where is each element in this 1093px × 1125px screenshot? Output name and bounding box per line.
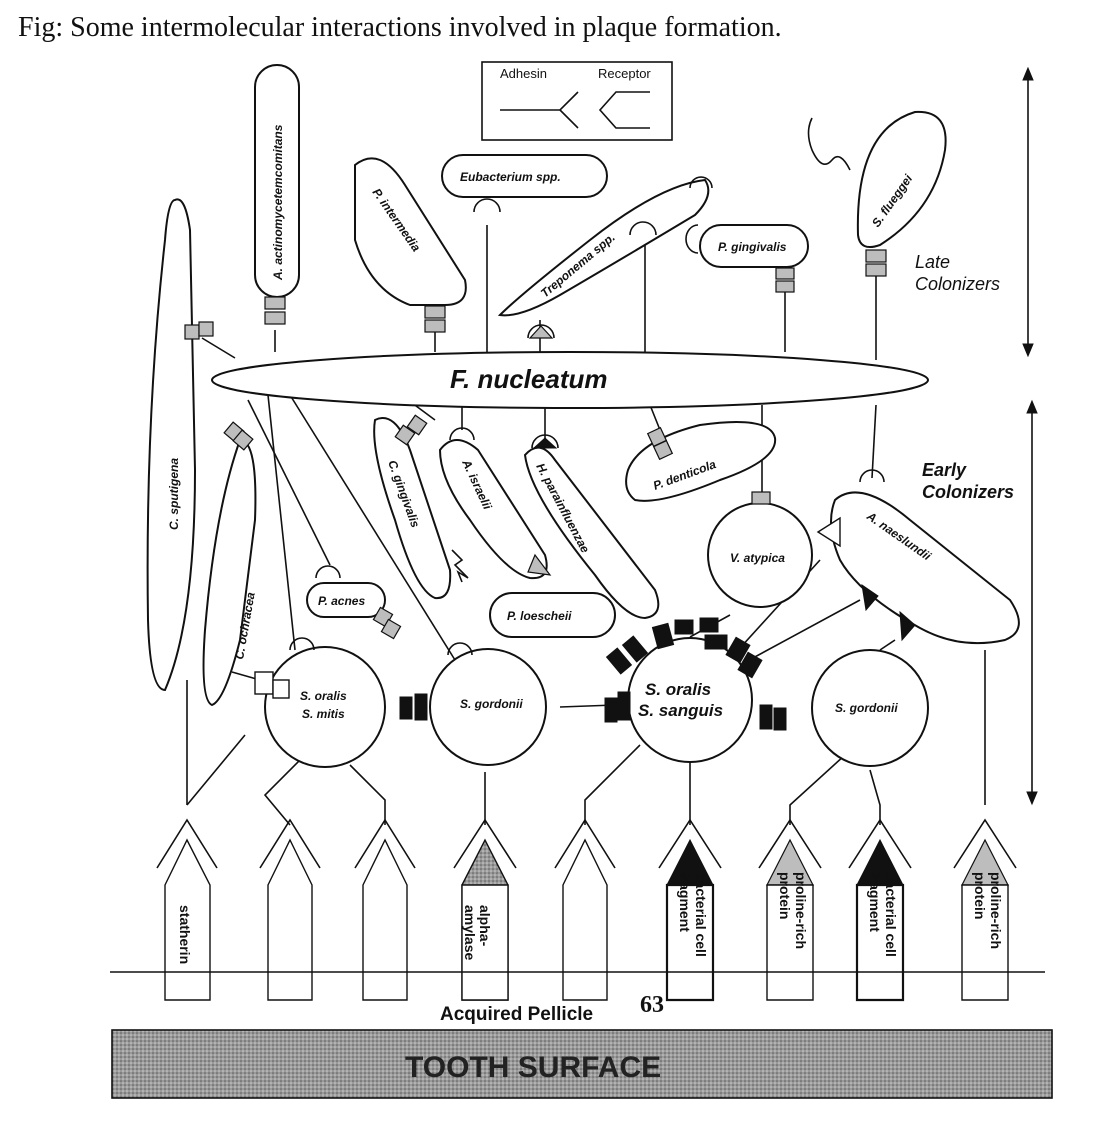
label-s-gordonii-2: S. gordonii bbox=[835, 701, 898, 715]
cell-s-flueggei: S. flueggei bbox=[807, 110, 947, 277]
cell-a-israelii: A. israelii bbox=[438, 427, 552, 583]
cell-c-sputigena: C. sputigena bbox=[146, 198, 214, 692]
late-label-1: Late bbox=[915, 252, 950, 272]
cell-s-oralis-s-mitis: S. oralis S. mitis bbox=[254, 637, 428, 768]
cell-c-ochracea: C. ochracea bbox=[202, 421, 258, 707]
figure-caption: Fig: Some intermolecular interactions in… bbox=[18, 12, 782, 43]
cell-s-gordonii-2: S. gordonii bbox=[811, 649, 929, 767]
early-label-2: Colonizers bbox=[922, 482, 1014, 502]
label-s-sanguis: S. sanguis bbox=[638, 701, 723, 720]
label-prp-2a: proline-rich bbox=[988, 872, 1004, 949]
receptor-proline-rich-protein-2: proline-rich protein bbox=[953, 818, 1017, 1001]
label-s-oralis-2: S. oralis bbox=[645, 680, 711, 699]
label-s-mitis: S. mitis bbox=[302, 707, 345, 721]
cell-c-gingivalis: C. gingivalis bbox=[373, 414, 452, 600]
label-s-gordonii-1: S. gordonii bbox=[460, 697, 523, 711]
cell-s-oralis-s-sanguis: S. oralis S. sanguis bbox=[604, 617, 787, 763]
label-c-sputigena: C. sputigena bbox=[167, 458, 181, 530]
label-a-actino: A. actinomycetemcomitans bbox=[271, 124, 285, 281]
page-number: 63 bbox=[640, 992, 664, 1018]
legend-adhesin-label: Adhesin bbox=[500, 66, 547, 81]
late-colonizers-arrow bbox=[1022, 66, 1034, 358]
receptor-plain-1 bbox=[259, 818, 321, 1001]
label-alpha-amylase-1: alpha- bbox=[477, 905, 493, 947]
label-prp-2b: protein bbox=[972, 872, 988, 919]
receptor-alpha-amylase: alpha- amylase bbox=[453, 818, 517, 1001]
tooth-surface-label: TOOTH SURFACE bbox=[405, 1051, 661, 1084]
early-label-1: Early bbox=[922, 460, 967, 480]
pellicle-label: Acquired Pellicle bbox=[440, 1004, 593, 1025]
cell-s-gordonii-1: S. gordonii bbox=[429, 642, 547, 766]
cell-treponema: Treponema spp. bbox=[497, 176, 713, 339]
receptor-bacterial-cell-fragment-1: bacterial cell fragment bbox=[658, 818, 722, 1002]
label-bcf-2a: bacterial cell bbox=[883, 872, 899, 957]
label-v-atypica: V. atypica bbox=[730, 551, 785, 565]
late-label-2: Colonizers bbox=[915, 274, 1000, 294]
receptor-proline-rich-protein-1: proline-rich protein bbox=[758, 818, 822, 1001]
tooth-surface bbox=[111, 1029, 1053, 1099]
label-p-loescheii: P. loescheii bbox=[507, 609, 572, 623]
receptor-plain-3 bbox=[554, 818, 616, 1001]
cell-p-intermedia: P. intermedia bbox=[354, 157, 467, 333]
receptor-plain-2 bbox=[354, 818, 416, 1001]
label-p-gingivalis: P. gingivalis bbox=[718, 240, 787, 254]
cell-v-atypica: V. atypica bbox=[707, 491, 813, 608]
receptor-statherin: statherin bbox=[156, 818, 218, 1001]
label-s-oralis-1: S. oralis bbox=[300, 689, 347, 703]
cell-p-loescheii: P. loescheii bbox=[489, 592, 616, 638]
receptor-bacterial-cell-fragment-2: bacterial cell fragment bbox=[848, 818, 912, 1002]
cell-p-denticola: P. denticola bbox=[625, 420, 777, 502]
label-eubacterium: Eubacterium spp. bbox=[460, 170, 561, 184]
label-bcf-1a: bacterial cell bbox=[693, 872, 709, 957]
cell-p-acnes: P. acnes bbox=[306, 565, 402, 640]
label-bcf-2b: fragment bbox=[867, 872, 883, 932]
early-colonizers-arrow bbox=[1026, 399, 1038, 806]
cell-p-gingivalis: P. gingivalis bbox=[685, 224, 809, 293]
label-alpha-amylase-2: amylase bbox=[462, 905, 478, 960]
legend-receptor-label: Receptor bbox=[598, 66, 651, 81]
label-prp-1a: proline-rich bbox=[793, 872, 809, 949]
cell-eubacterium: Eubacterium spp. bbox=[441, 154, 608, 213]
label-prp-1b: protein bbox=[777, 872, 793, 919]
label-statherin: statherin bbox=[177, 905, 193, 964]
label-f-nucleatum: F. nucleatum bbox=[450, 364, 607, 394]
cell-a-actinomycetemcomitans: A. actinomycetemcomitans bbox=[254, 64, 300, 325]
label-bcf-1b: fragment bbox=[677, 872, 693, 932]
cell-f-nucleatum: F. nucleatum bbox=[211, 351, 929, 409]
label-p-acnes: P. acnes bbox=[318, 594, 365, 608]
legend-box: Adhesin Receptor bbox=[481, 61, 673, 141]
